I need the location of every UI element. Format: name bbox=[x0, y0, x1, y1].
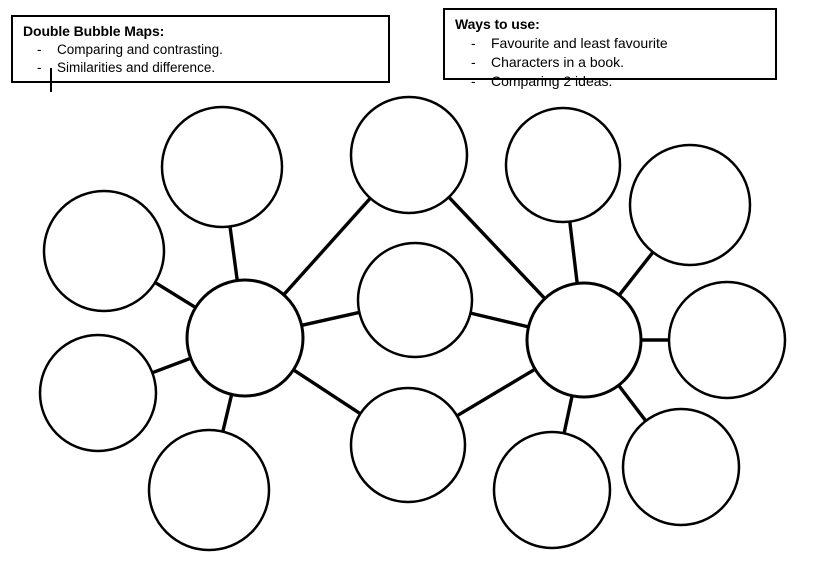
bubble-outline[interactable] bbox=[667, 280, 787, 400]
bullet-dash: - bbox=[471, 54, 476, 70]
connector-line bbox=[567, 220, 580, 285]
bullet-text: Favourite and least favourite bbox=[491, 35, 668, 51]
connector-line bbox=[469, 311, 530, 329]
bullet-dash: - bbox=[37, 60, 42, 75]
connector-line bbox=[220, 393, 234, 433]
bullet-text: Similarities and difference. bbox=[57, 60, 216, 75]
double-bubble-maps-infobox: Double Bubble Maps: - Comparing and cont… bbox=[11, 15, 390, 83]
bubble-outline[interactable] bbox=[147, 428, 271, 552]
bubble-outline[interactable] bbox=[525, 281, 643, 399]
bubble-right-outer-lower[interactable] bbox=[621, 407, 741, 527]
list-item: - Characters in a book. bbox=[455, 53, 765, 72]
connector-line bbox=[617, 250, 655, 297]
connector-line bbox=[281, 196, 373, 297]
list-item: - Favourite and least favourite bbox=[455, 34, 765, 53]
list-item: - Similarities and difference. bbox=[23, 59, 378, 77]
bubble-right-outer-bottom[interactable] bbox=[492, 430, 612, 550]
connector-lines-layer bbox=[150, 195, 670, 435]
bubble-outline[interactable] bbox=[38, 333, 158, 453]
left-box-bullet-list: - Comparing and contrasting. - Similarit… bbox=[23, 41, 378, 77]
right-box-bullet-list: - Favourite and least favourite - Charac… bbox=[455, 34, 765, 91]
bubble-outline[interactable] bbox=[504, 106, 622, 224]
right-box-title: Ways to use: bbox=[455, 16, 540, 32]
bubble-left-outer-lower[interactable] bbox=[38, 333, 158, 453]
bullet-text: Characters in a book. bbox=[491, 54, 625, 70]
bubble-right-outer-upper[interactable] bbox=[628, 143, 752, 267]
bullet-dash: - bbox=[37, 42, 42, 57]
bubble-outline[interactable] bbox=[185, 278, 305, 398]
connector-line bbox=[455, 367, 537, 418]
bubble-right-center[interactable] bbox=[525, 281, 643, 399]
bubble-outline[interactable] bbox=[349, 95, 469, 215]
bubbles-layer bbox=[38, 95, 787, 552]
connector-line bbox=[228, 225, 240, 282]
list-item: - Comparing and contrasting. bbox=[23, 41, 378, 59]
bubble-outline[interactable] bbox=[356, 241, 474, 359]
list-item: - Comparing 2 ideas. bbox=[455, 72, 765, 91]
bullet-dash: - bbox=[471, 73, 476, 89]
bullet-text: Comparing 2 ideas. bbox=[491, 73, 613, 89]
ways-to-use-infobox: Ways to use: - Favourite and least favou… bbox=[443, 8, 777, 89]
bullet-dash: - bbox=[471, 35, 476, 51]
bubble-left-center[interactable] bbox=[185, 278, 305, 398]
connector-line bbox=[291, 367, 363, 416]
bubble-outline[interactable] bbox=[349, 386, 467, 504]
bubble-shared-top[interactable] bbox=[349, 95, 469, 215]
connector-line bbox=[153, 280, 198, 310]
connector-line bbox=[562, 394, 574, 435]
bubble-outline[interactable] bbox=[628, 143, 752, 267]
bubble-outline[interactable] bbox=[621, 407, 741, 527]
connector-line bbox=[446, 195, 547, 301]
bubble-outline[interactable] bbox=[492, 430, 612, 550]
bubble-outline[interactable] bbox=[160, 105, 284, 229]
bubble-shared-middle[interactable] bbox=[356, 241, 474, 359]
bubble-right-outer-mid[interactable] bbox=[667, 280, 787, 400]
bubble-left-outer-top[interactable] bbox=[160, 105, 284, 229]
bubble-right-outer-top[interactable] bbox=[504, 106, 622, 224]
connector-line bbox=[150, 356, 193, 375]
connector-line bbox=[300, 310, 361, 328]
left-box-title: Double Bubble Maps: bbox=[23, 23, 165, 39]
bubble-shared-bottom[interactable] bbox=[349, 386, 467, 504]
bubble-left-outer-bottom[interactable] bbox=[147, 428, 271, 552]
bubble-left-outer-upper[interactable] bbox=[42, 189, 166, 313]
bullet-text: Comparing and contrasting. bbox=[57, 42, 223, 57]
bubble-outline[interactable] bbox=[42, 189, 166, 313]
connector-line bbox=[616, 383, 648, 423]
